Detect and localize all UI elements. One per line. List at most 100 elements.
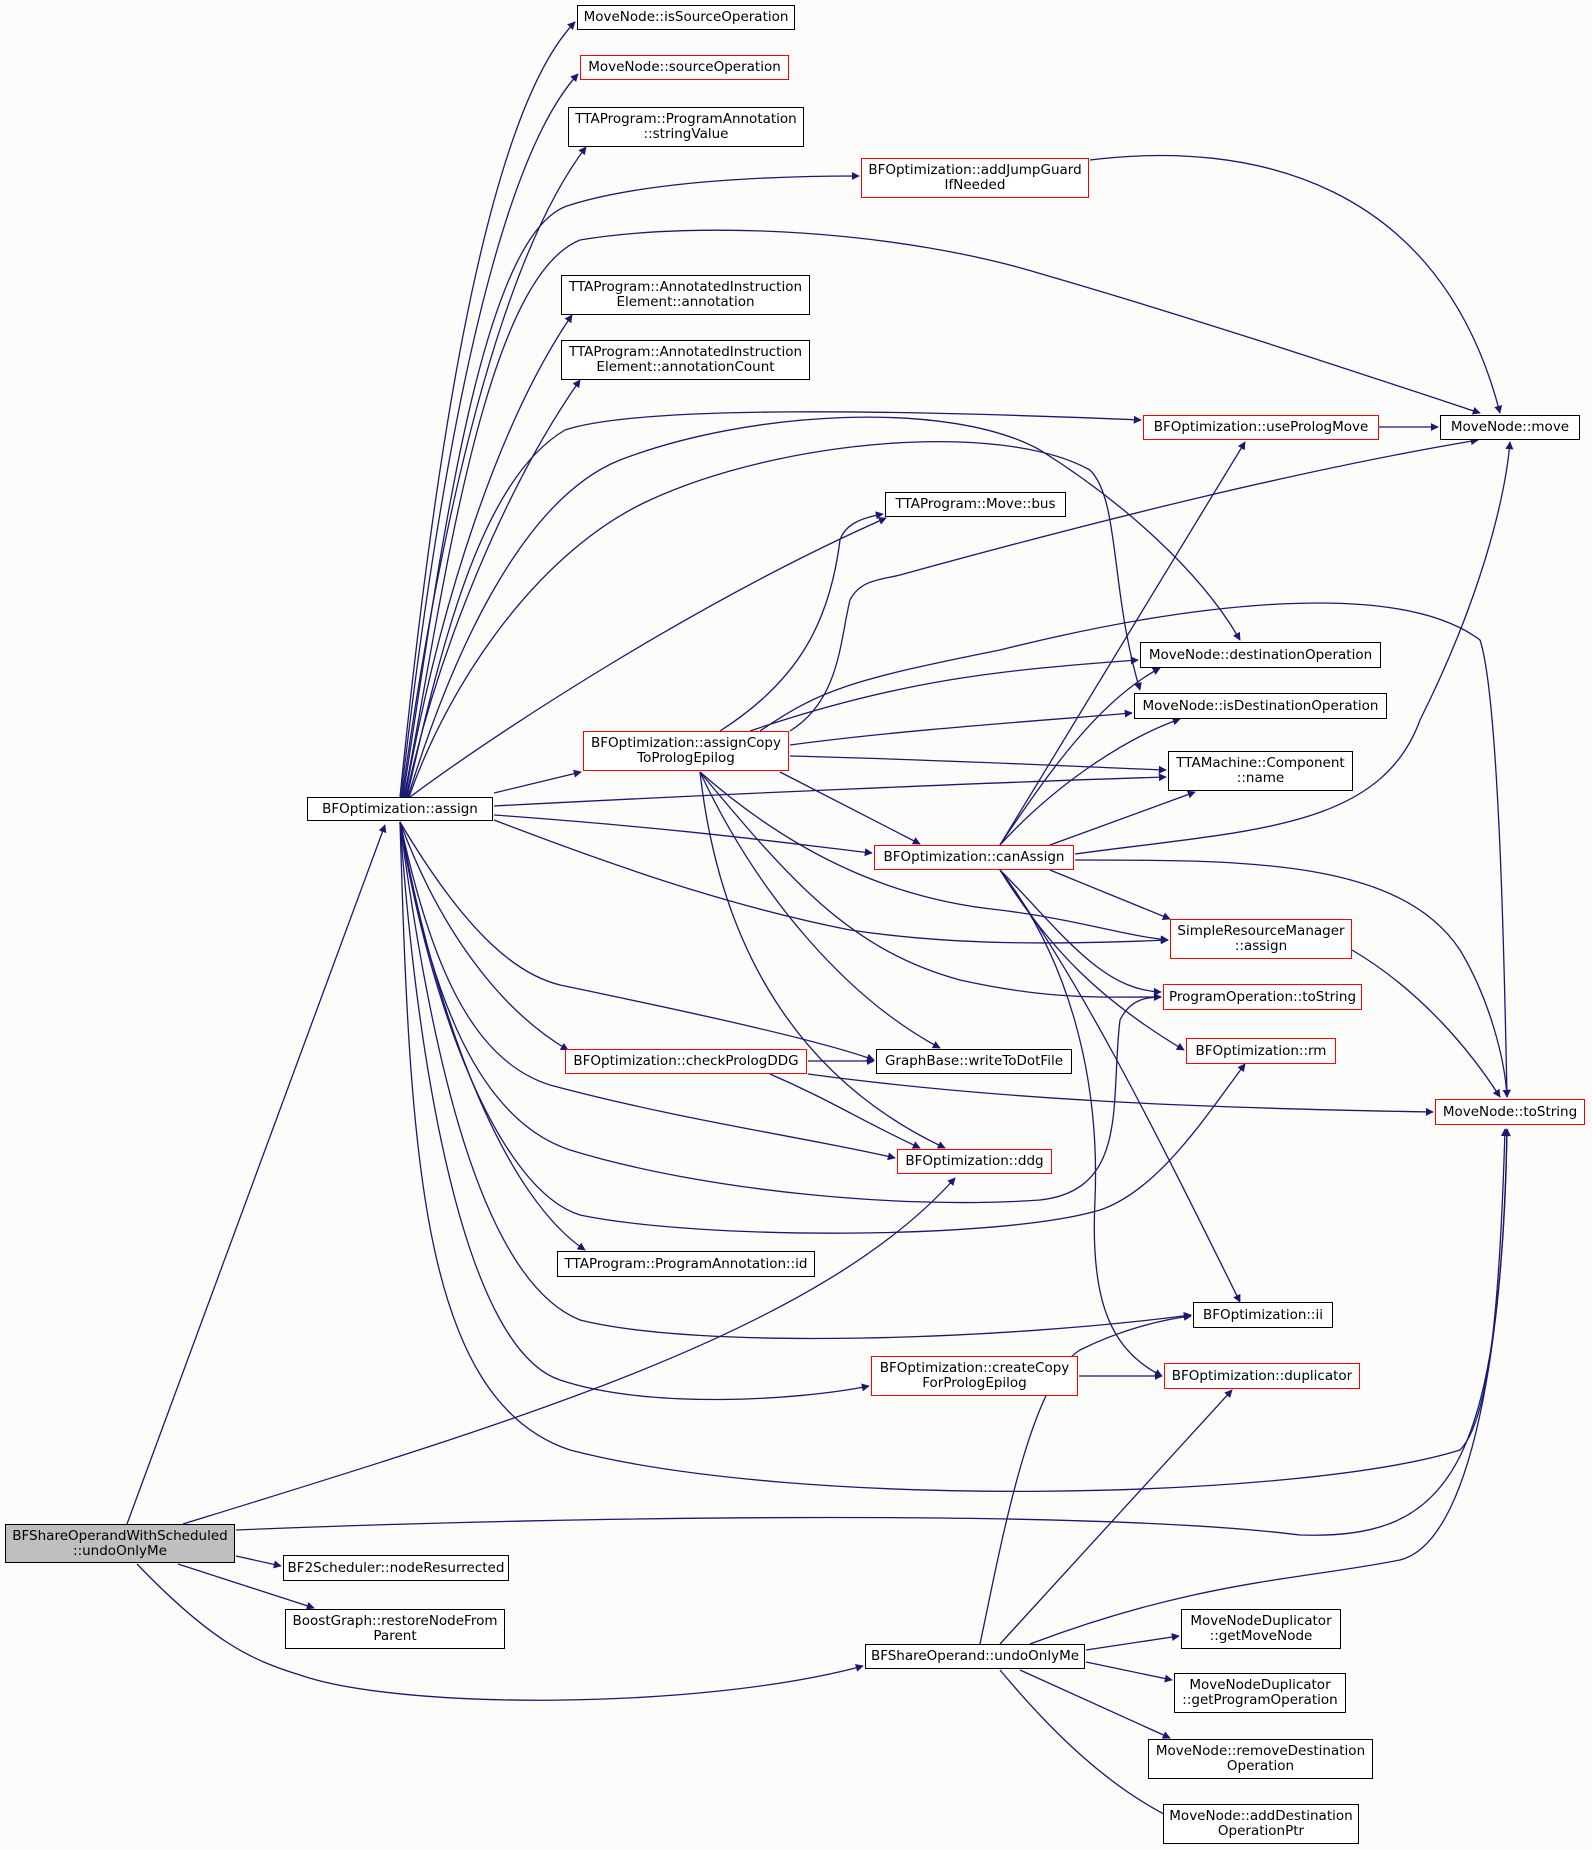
- node-label: BFOptimization::ddg: [905, 1153, 1044, 1169]
- node-label-line: ::stringValue: [643, 126, 729, 142]
- edge-assigncopy-to-compname: [789, 755, 1167, 774]
- node-movenode-sourceoperation[interactable]: MoveNode::sourceOperation: [580, 55, 789, 80]
- node-bfoptimization-rm[interactable]: BFOptimization::rm: [1186, 1038, 1336, 1064]
- node-label-line: IfNeeded: [944, 177, 1006, 193]
- edge-assigncopy-to-writetodot: [699, 771, 941, 1049]
- node-bfoptimization-addjumpguardifneeded[interactable]: BFOptimization::addJumpGuard IfNeeded: [861, 158, 1089, 198]
- node-label-line: MoveNode::removeDestination: [1155, 1743, 1366, 1759]
- edge-assign-to-writetodot: [399, 821, 875, 1062]
- node-label: TTAProgram::ProgramAnnotation::id: [564, 1255, 808, 1272]
- edge-undo-to-restorenode: [177, 1563, 315, 1610]
- node-label: BFOptimization::usePrologMove: [1153, 419, 1369, 435]
- edge-canassign-to-duplicator: [999, 869, 1163, 1377]
- node-bfoptimization-assign[interactable]: BFOptimization::assign: [307, 797, 493, 821]
- node-annotatedinstructionelement-annotationcount[interactable]: TTAProgram::AnnotatedInstruction Element…: [561, 340, 810, 380]
- node-label: MoveNode::isSourceOperation: [583, 9, 789, 25]
- node-ttaprogram-move-bus[interactable]: TTAProgram::Move::bus: [885, 492, 1066, 517]
- edge-assign-to-ii: [399, 821, 1192, 1340]
- node-movenode-adddestinationoperationptr[interactable]: MoveNode::addDestination OperationPtr: [1163, 1804, 1359, 1844]
- node-label-line: BFShareOperandWithScheduled: [12, 1527, 228, 1544]
- edge-assigncopy-to-progoptostring: [699, 771, 1162, 1002]
- edge-assigncopy-to-ddg: [699, 771, 946, 1149]
- node-label-line: ToPrologEpilog: [637, 750, 735, 766]
- node-label-line: MoveNode::addDestination: [1169, 1808, 1353, 1824]
- node-label-line: BoostGraph::restoreNodeFrom: [292, 1613, 498, 1629]
- node-bfoptimization-duplicator[interactable]: BFOptimization::duplicator: [1164, 1363, 1360, 1389]
- node-movenode-removedestinationoperation[interactable]: MoveNode::removeDestination Operation: [1148, 1739, 1373, 1779]
- node-bfoptimization-canassign[interactable]: BFOptimization::canAssign: [874, 845, 1074, 870]
- node-label: MoveNode::sourceOperation: [588, 59, 781, 75]
- edge-canassign-to-compname: [1049, 790, 1196, 846]
- node-programoperation-tostring[interactable]: ProgramOperation::toString: [1163, 984, 1362, 1010]
- edge-bfsundo-to-getprogop: [1085, 1661, 1173, 1683]
- node-graphbase-writetodotfile[interactable]: GraphBase::writeToDotFile: [876, 1049, 1072, 1074]
- edge-undo-to-ddg: [182, 1177, 956, 1525]
- node-simpleresourcemanager-assign[interactable]: SimpleResourceManager ::assign: [1170, 919, 1352, 959]
- edge-canassign-to-ii: [999, 869, 1241, 1303]
- node-label: MoveNode::isDestinationOperation: [1142, 697, 1379, 714]
- edge-assign-to-useprolog: [406, 411, 1142, 798]
- node-label-line: TTAProgram::ProgramAnnotation: [575, 111, 797, 127]
- node-bfoptimization-checkprologddg[interactable]: BFOptimization::checkPrologDDG: [565, 1049, 807, 1074]
- node-movenode-isdestinationoperation[interactable]: MoveNode::isDestinationOperation: [1134, 693, 1387, 719]
- edge-bfsundo-to-removedest: [1019, 1669, 1171, 1739]
- node-movenode-issourceoperation[interactable]: MoveNode::isSourceOperation: [577, 5, 795, 30]
- node-movenode-move[interactable]: MoveNode::move: [1440, 415, 1580, 440]
- node-boostgraph-restorenodefromparent[interactable]: BoostGraph::restoreNodeFrom Parent: [285, 1609, 505, 1649]
- edge-assign-to-mntostring: [399, 821, 1509, 1492]
- node-bfoptimization-ddg[interactable]: BFOptimization::ddg: [897, 1149, 1052, 1174]
- node-label: BFOptimization::assign: [322, 800, 478, 817]
- node-label: MoveNode::destinationOperation: [1148, 646, 1373, 663]
- edge-assign-to-ddg: [399, 821, 896, 1161]
- edge-assigncopy-to-isdestop: [789, 709, 1133, 746]
- node-annotatedinstructionelement-annotation[interactable]: TTAProgram::AnnotatedInstruction Element…: [561, 275, 810, 315]
- node-label: BFShareOperand::undoOnlyMe: [870, 1648, 1080, 1664]
- edge-assigncopy-to-canassign: [779, 771, 921, 845]
- edge-canassign-to-srmassign: [1049, 869, 1171, 920]
- edge-assigncopy-to-move: [789, 437, 1479, 732]
- edge-assigncopy-to-mntostring: [759, 602, 1511, 1098]
- edge-assign-to-createcopy: [399, 821, 870, 1401]
- edge-assign-to-annotation: [404, 314, 573, 798]
- edge-addjumpguard-to-move: [1089, 154, 1503, 414]
- edge-assign-to-sourceop: [400, 73, 579, 798]
- node-label-line: Element::annotationCount: [596, 359, 775, 375]
- edge-assign-to-annotid: [399, 821, 586, 1251]
- edge-bfsundo-to-adddest: [999, 1669, 1181, 1823]
- edge-undo-to-assign: [126, 824, 387, 1525]
- node-movenodeduplicator-getprogramoperation[interactable]: MoveNodeDuplicator ::getProgramOperation: [1174, 1673, 1346, 1713]
- node-programannotation-stringvalue[interactable]: TTAProgram::ProgramAnnotation ::stringVa…: [568, 107, 804, 147]
- node-label: MoveNode::toString: [1442, 1103, 1578, 1120]
- edge-undo-to-noderesurrected: [235, 1555, 282, 1569]
- node-label-line: OperationPtr: [1217, 1823, 1305, 1839]
- edge-assign-to-rm: [399, 821, 1246, 1234]
- node-bfoptimization-createcopyforprologepilog[interactable]: BFOptimization::createCopy ForPrologEpil…: [871, 1356, 1078, 1396]
- node-label: BF2Scheduler::nodeResurrected: [287, 1559, 505, 1576]
- node-label-line: ::getProgramOperation: [1182, 1692, 1338, 1708]
- edge-assign-to-canassign: [493, 814, 873, 857]
- node-label-line: SimpleResourceManager: [1177, 923, 1345, 939]
- node-programannotation-id[interactable]: TTAProgram::ProgramAnnotation::id: [557, 1251, 815, 1277]
- node-bfoptimization-assigncopytoprologepilog[interactable]: BFOptimization::assignCopy ToPrologEpilo…: [583, 731, 789, 771]
- node-movenode-destinationoperation[interactable]: MoveNode::destinationOperation: [1140, 642, 1381, 668]
- edge-canassign-to-mntostring: [1074, 859, 1511, 1098]
- edge-checkprologddg-to-ddg: [769, 1073, 921, 1149]
- node-ttamachine-component-name[interactable]: TTAMachine::Component ::name: [1168, 751, 1353, 791]
- node-label-line: ::name: [1236, 770, 1285, 786]
- node-movenodeduplicator-getmovenode[interactable]: MoveNodeDuplicator ::getMoveNode: [1181, 1609, 1341, 1649]
- edge-assigncopy-to-srmassign: [699, 771, 1169, 944]
- edge-assign-to-assigncopy: [493, 769, 582, 794]
- edge-bfsundo-to-getmovenode: [1085, 1633, 1180, 1651]
- edge-assigncopy-to-bus: [719, 511, 884, 732]
- edge-assign-to-issourceop: [399, 21, 576, 798]
- edge-canassign-to-destop: [999, 667, 1161, 846]
- node-movenode-tostring[interactable]: MoveNode::toString: [1435, 1099, 1585, 1125]
- node-bfshareoperand-undoonlyme[interactable]: BFShareOperand::undoOnlyMe: [865, 1644, 1085, 1669]
- node-bf2scheduler-noderesurrected[interactable]: BF2Scheduler::nodeResurrected: [283, 1555, 509, 1581]
- edge-assign-to-srmassign: [493, 819, 1169, 945]
- node-bfoptimization-useprologmove[interactable]: BFOptimization::usePrologMove: [1143, 415, 1379, 440]
- node-label-line: TTAProgram::AnnotatedInstruction: [568, 279, 803, 295]
- node-bfoptimization-ii[interactable]: BFOptimization::ii: [1193, 1302, 1333, 1328]
- edge-checkprologddg-to-mntostring: [807, 1073, 1434, 1116]
- node-label: BFOptimization::canAssign: [883, 849, 1065, 865]
